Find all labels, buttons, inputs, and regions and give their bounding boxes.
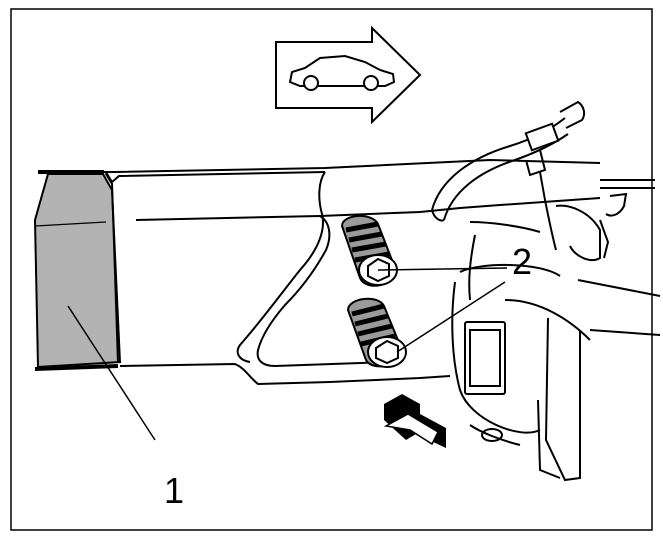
callout-1-label: 1 bbox=[164, 470, 184, 511]
shaded-trim-part bbox=[33, 170, 122, 371]
push-direction-arrow-icon bbox=[383, 394, 446, 448]
diagram-border bbox=[10, 8, 653, 531]
callout-2-label: 2 bbox=[512, 241, 532, 282]
background-assembly bbox=[431, 100, 661, 482]
leader-lines bbox=[67, 267, 508, 441]
upper-bolt bbox=[340, 215, 398, 287]
car-forward-arrow-icon bbox=[275, 25, 422, 125]
lower-bolt bbox=[346, 297, 407, 368]
